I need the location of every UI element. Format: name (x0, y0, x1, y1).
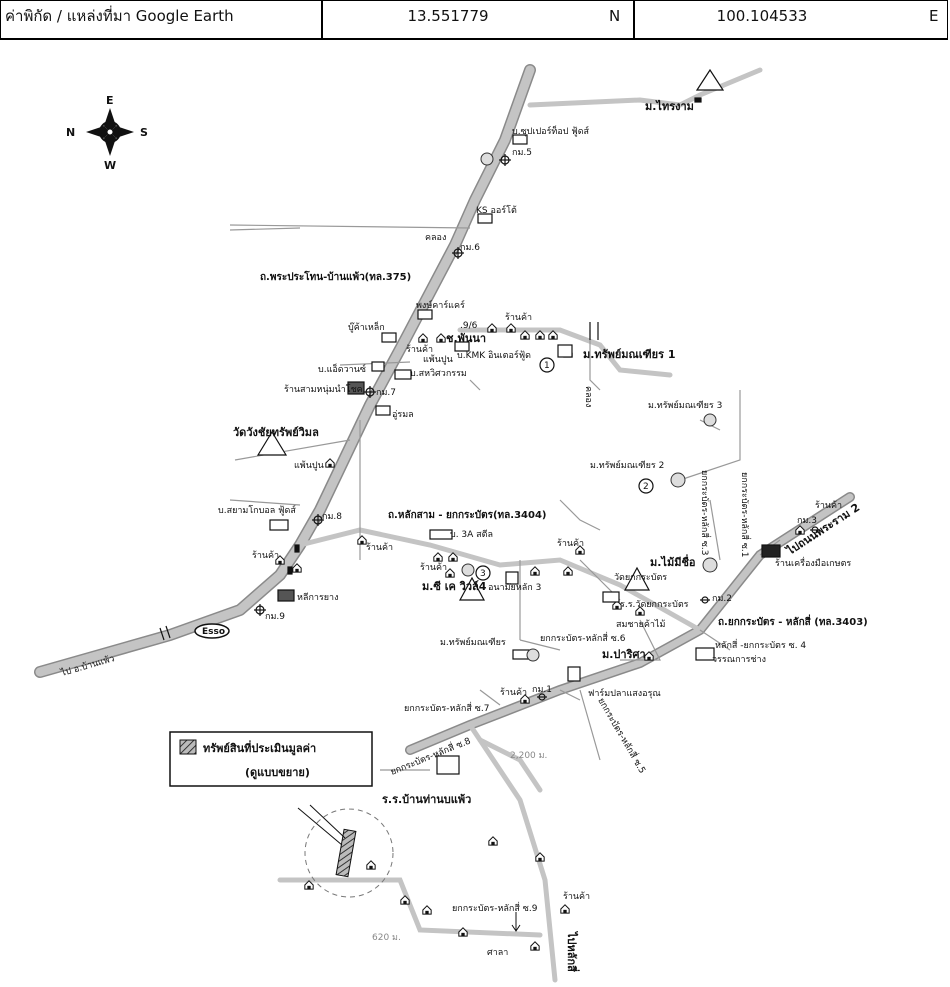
label-supmanee2: ม.ทรัพย์มณเฑียร 2 (590, 459, 664, 471)
latitude-value: 13.551779 (323, 1, 635, 39)
subject-property-area (297, 804, 394, 898)
coordinate-header: ค่าพิกัด / แหล่งที่มา Google Earth 13.55… (0, 0, 948, 40)
soi9-arrow (511, 912, 521, 932)
label-soi6: ยกกระบัตร-หลักสี่ ซ.6 (540, 631, 626, 644)
label-umon: อู่รมล (392, 410, 414, 420)
label-soi4: หลักสี่ -ยกกระบัตร ซ. 4 (715, 638, 806, 651)
label-farmpla: ฟาร์มปลาแสงอรุณ (588, 687, 661, 699)
legend-title: ทรัพย์สินที่ประเมินมูลค่า (203, 740, 316, 756)
label-soi1: ยกกระบัตร-หลักสี่ ซ.1 (739, 472, 752, 557)
label-soi5: ยกกระบัตร-หลักสี่ ซ.5 (595, 695, 649, 775)
label-km7: กม.7 (376, 388, 396, 398)
label-supmanee1: ม.ทรัพย์มณเฑียร 1 (583, 348, 675, 361)
label-anamai: อนามัยหลัก 3 (488, 583, 541, 593)
label-soi9: ยกกระบัตร-หลักสี่ ซ.9 (452, 901, 538, 914)
marker-1: 1 (544, 361, 550, 371)
road-break-marks (159, 97, 702, 641)
tree-icons (461, 152, 718, 662)
label-shop8: ร้านค้า (500, 687, 527, 698)
longitude-direction: E (929, 7, 939, 25)
label-shop5: ร้านค้า (252, 550, 279, 561)
label-shop4: ร้านค้า (815, 500, 842, 511)
label-km8: กม.8 (322, 512, 342, 522)
label-nine6: .9/6 (460, 321, 478, 331)
label-wansamchang: วรรณการช่าง (712, 655, 766, 665)
marker-2: 2 (643, 482, 649, 492)
label-soi3: ยกกระบัตร-หลักสี่ ซ.3 (699, 470, 712, 555)
compass-north: N (66, 126, 75, 139)
label-mainmee: ม.ไม้มีชื่อ (650, 554, 696, 569)
label-school2: ร.ร.บ้านท่านบแพ้ว (382, 793, 471, 806)
label-panpun2: แพ้นปูน (294, 460, 324, 471)
label-shop7: ร้านค้า (420, 562, 447, 573)
compass-rose: E W N S (66, 94, 148, 172)
label-km5: กม.5 (512, 148, 532, 158)
compass-west: W (104, 159, 116, 172)
latitude-direction: N (609, 7, 621, 25)
compass-south: S (140, 126, 148, 139)
location-map: E W N S Esso 1 2 3 ทรัพย์สินที่ประเมินมู… (34, 64, 868, 983)
marker-3: 3 (480, 569, 486, 579)
label-dist620: 620 ม. (372, 933, 401, 943)
label-km9: กม.9 (265, 612, 285, 622)
label-mpawisa: ม.ปาริศา (602, 648, 646, 661)
label-km1: กม.1 (532, 685, 552, 695)
label-road3404: ถ.หลักสาม - ยกกระบัตร(ทล.3404) (388, 509, 546, 521)
label-km2: กม.2 (712, 594, 732, 604)
label-school1: ร.ร.วัดยกกระบัตร (620, 600, 689, 610)
coordinate-source-label: ค่าพิกัด / แหล่งที่มา Google Earth (1, 1, 323, 39)
label-shop2: ร้านค้า (406, 344, 433, 355)
label-sommai: สมชายค้าไม้ (616, 619, 665, 630)
label-khlong1: คลอง (425, 233, 446, 243)
temple-icons (256, 68, 725, 601)
label-km6: กม.6 (460, 243, 480, 253)
esso-logo: Esso (194, 623, 230, 639)
label-km3: กม.3 (797, 516, 817, 526)
label-threea: บ. 3A สตีล (450, 529, 493, 540)
longitude-value: 100.104533 (716, 7, 808, 25)
label-sammuang: ร้านสามหนุ่มนำโชค (284, 384, 363, 395)
label-thairam: ม.ไทรงาม (645, 99, 694, 113)
label-langyang: หลีการยาง (297, 592, 339, 603)
label-ks: KS ออร์โต้ (476, 204, 517, 216)
label-lakhsi: ไปหลักสี่ (565, 930, 580, 972)
legend-box: ทรัพย์สินที่ประเมินมูลค่า (ดูแบบขยาย) (169, 731, 373, 787)
label-sala: ศาลา (487, 948, 508, 958)
label-shop6: ร้านค้า (557, 538, 584, 549)
label-shop3: ร้านค้า (366, 542, 393, 553)
label-road375: ถ.พระประโทน-บ้านแพ้ว(ทล.375) (260, 270, 411, 283)
label-soi7: ยกกระบัตร-หลักสี่ ซ.7 (404, 701, 489, 714)
label-cv4: ม.ซี เค วิวล์4 (422, 580, 487, 593)
label-siam: บ.สยามโกบอล ฟู้ดส์ (218, 504, 296, 516)
compass-east: E (106, 94, 114, 107)
numbered-markers (475, 357, 654, 581)
legend-subtitle: (ดูแบบขยาย) (245, 766, 310, 780)
label-watyok: วัดยกกระบัตร (614, 573, 667, 583)
label-ushop: บู๊ค้าเหล็ก (348, 320, 385, 333)
label-pongcar: พงษ์คาร์แคร์ (416, 299, 465, 311)
label-shop1: ร้านค้า (505, 312, 532, 323)
label-supmanee: ม.ทรัพย์มณเฑียร (440, 636, 506, 648)
label-kmk: บ.KMK อินเตอร์ฟู้ด (457, 349, 531, 361)
label-toolshop: ร้านเครื่องมือเกษตร (775, 556, 851, 569)
km-post-icons (254, 154, 820, 701)
label-supertop: บ.ซุปเปอร์ท็อป ฟู้ดส์ (512, 124, 590, 137)
label-chpanna: ช.พันนา (446, 332, 486, 345)
label-shop9: ร้านค้า (563, 891, 590, 902)
svg-text:Esso: Esso (202, 627, 225, 637)
label-advance: บ.แอ็ดวานซ์ (318, 362, 366, 375)
label-dist2200: 2,200 ม. (510, 751, 547, 761)
label-supmanee3: ม.ทรัพย์มณเฑียร 3 (648, 399, 722, 411)
label-khlong2: คลอง (583, 386, 593, 407)
label-panpun1: แพ้นปูน (423, 354, 453, 365)
label-watwang: วัดวังชัยทรัพย์วิมล (233, 426, 319, 439)
main-road-375 (34, 64, 536, 678)
factory-icons (269, 134, 781, 775)
label-sahawis: บ.สหวิศวกรรม (410, 368, 467, 379)
label-road3403: ถ.ยกกระบัตร - หลักสี่ (ทล.3403) (718, 614, 868, 628)
